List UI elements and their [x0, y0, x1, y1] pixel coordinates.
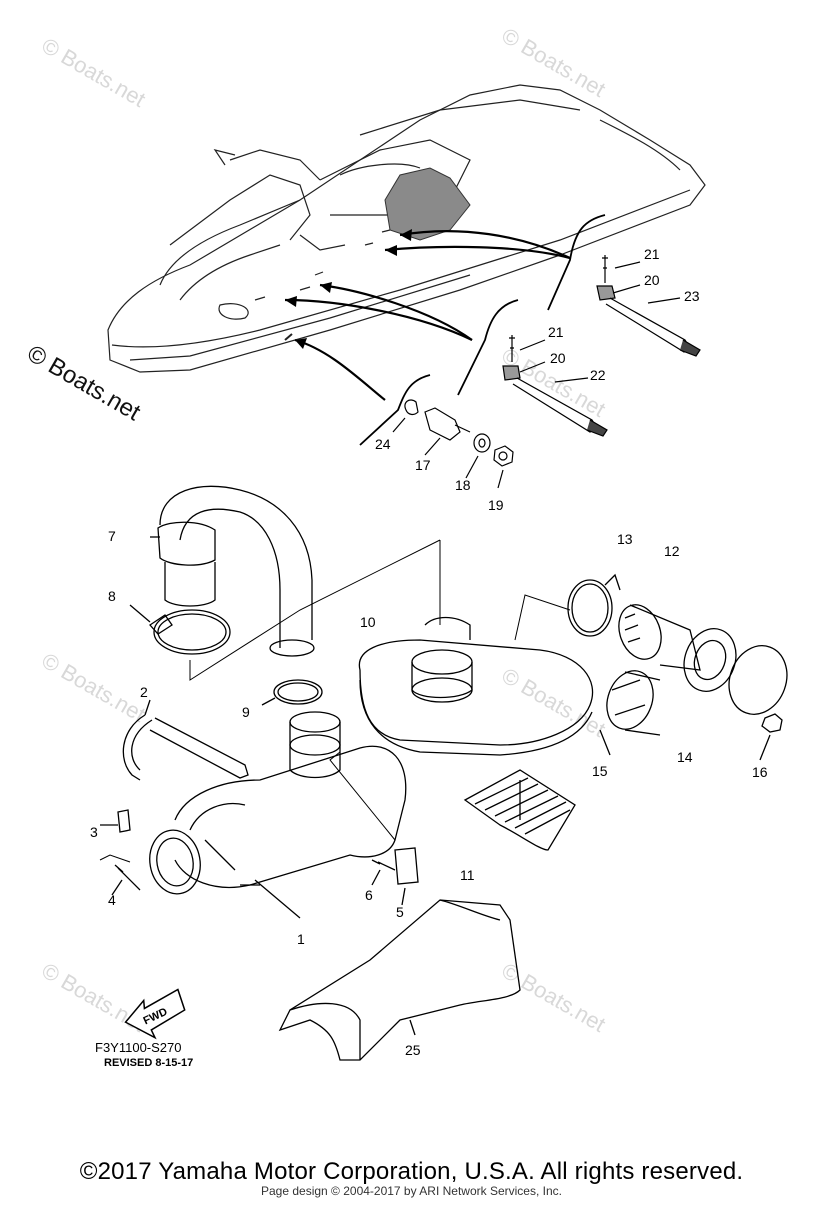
fastener-group-lower	[392, 399, 514, 489]
callout-16: 16	[752, 764, 768, 780]
callout-23: 23	[684, 288, 700, 304]
clamp-9	[261, 679, 323, 706]
callout-7: 7	[108, 528, 116, 544]
hull-arrow-heads	[285, 229, 412, 349]
callout-13: 13	[617, 531, 633, 547]
exhaust-pipe-7	[150, 485, 315, 657]
watermark-tile: © Boats.net	[498, 23, 610, 102]
mat-11	[463, 769, 576, 851]
callout-3: 3	[90, 824, 98, 840]
callout-21: 21	[644, 246, 660, 262]
watermark-tile: © Boats.net	[498, 958, 610, 1037]
callout-24: 24	[375, 436, 391, 452]
flange-14	[683, 628, 788, 715]
revision-label: REVISED 8-15-17	[104, 1057, 193, 1069]
callout-9: 9	[242, 704, 250, 720]
cover-25	[278, 899, 521, 1061]
drawing-code: F3Y1100-S270	[95, 1040, 182, 1055]
page-design-credit: Page design © 2004-2017 by ARI Network S…	[260, 1184, 562, 1198]
callout-4: 4	[108, 892, 116, 908]
clamp-8	[129, 604, 231, 655]
watermark-tile: © Boats.net	[38, 648, 150, 727]
callout-6: 6	[365, 887, 373, 903]
callout-20-repeat: 20	[550, 350, 566, 366]
watermark-tile: © Boats.net	[498, 663, 610, 742]
callout-2: 2	[140, 684, 148, 700]
fastener-group-middle	[502, 335, 608, 437]
callout-15: 15	[592, 763, 608, 779]
callout-12: 12	[664, 543, 680, 559]
callout-18: 18	[455, 477, 471, 493]
callout-labels: 1 2 3 4 5 6 7 8 9 10 11 12 13 14 15 16 1…	[90, 246, 768, 1058]
callout-20: 20	[644, 272, 660, 288]
callout-25: 25	[405, 1042, 421, 1058]
hull-leader-arrows	[284, 230, 571, 401]
watermark-tiles: © Boats.net © Boats.net © Boats.net © Bo…	[38, 23, 610, 1037]
fwd-arrow-icon: FWD	[124, 988, 186, 1040]
hose-12	[618, 604, 701, 671]
connector-lines	[99, 539, 571, 863]
callout-21-repeat: 21	[548, 324, 564, 340]
group-brackets	[359, 214, 606, 446]
callout-1: 1	[297, 931, 305, 947]
copyright-notice: ©2017 Yamaha Motor Corporation, U.S.A. A…	[79, 1158, 744, 1185]
gasket-5-bolt-6	[371, 847, 419, 906]
callout-22: 22	[590, 367, 606, 383]
callout-8: 8	[108, 588, 116, 604]
callout-11: 11	[460, 867, 475, 883]
muffler-1	[149, 711, 407, 919]
watermark-tile: © Boats.net	[38, 33, 150, 112]
water-lock-10	[358, 616, 594, 756]
nut-16	[759, 713, 783, 761]
fastener-group-upper	[596, 255, 701, 357]
hull-shaded-area	[384, 167, 471, 241]
plate-15	[599, 670, 661, 756]
callout-14: 14	[677, 749, 693, 765]
callout-17: 17	[415, 457, 431, 473]
clamp-13	[567, 573, 621, 637]
callout-5: 5	[396, 904, 404, 920]
callout-19: 19	[488, 497, 504, 513]
bracket-3-rivet-4	[100, 809, 141, 896]
callout-10: 10	[360, 614, 376, 630]
watercraft-hull	[107, 84, 706, 373]
strap-2	[122, 699, 249, 781]
